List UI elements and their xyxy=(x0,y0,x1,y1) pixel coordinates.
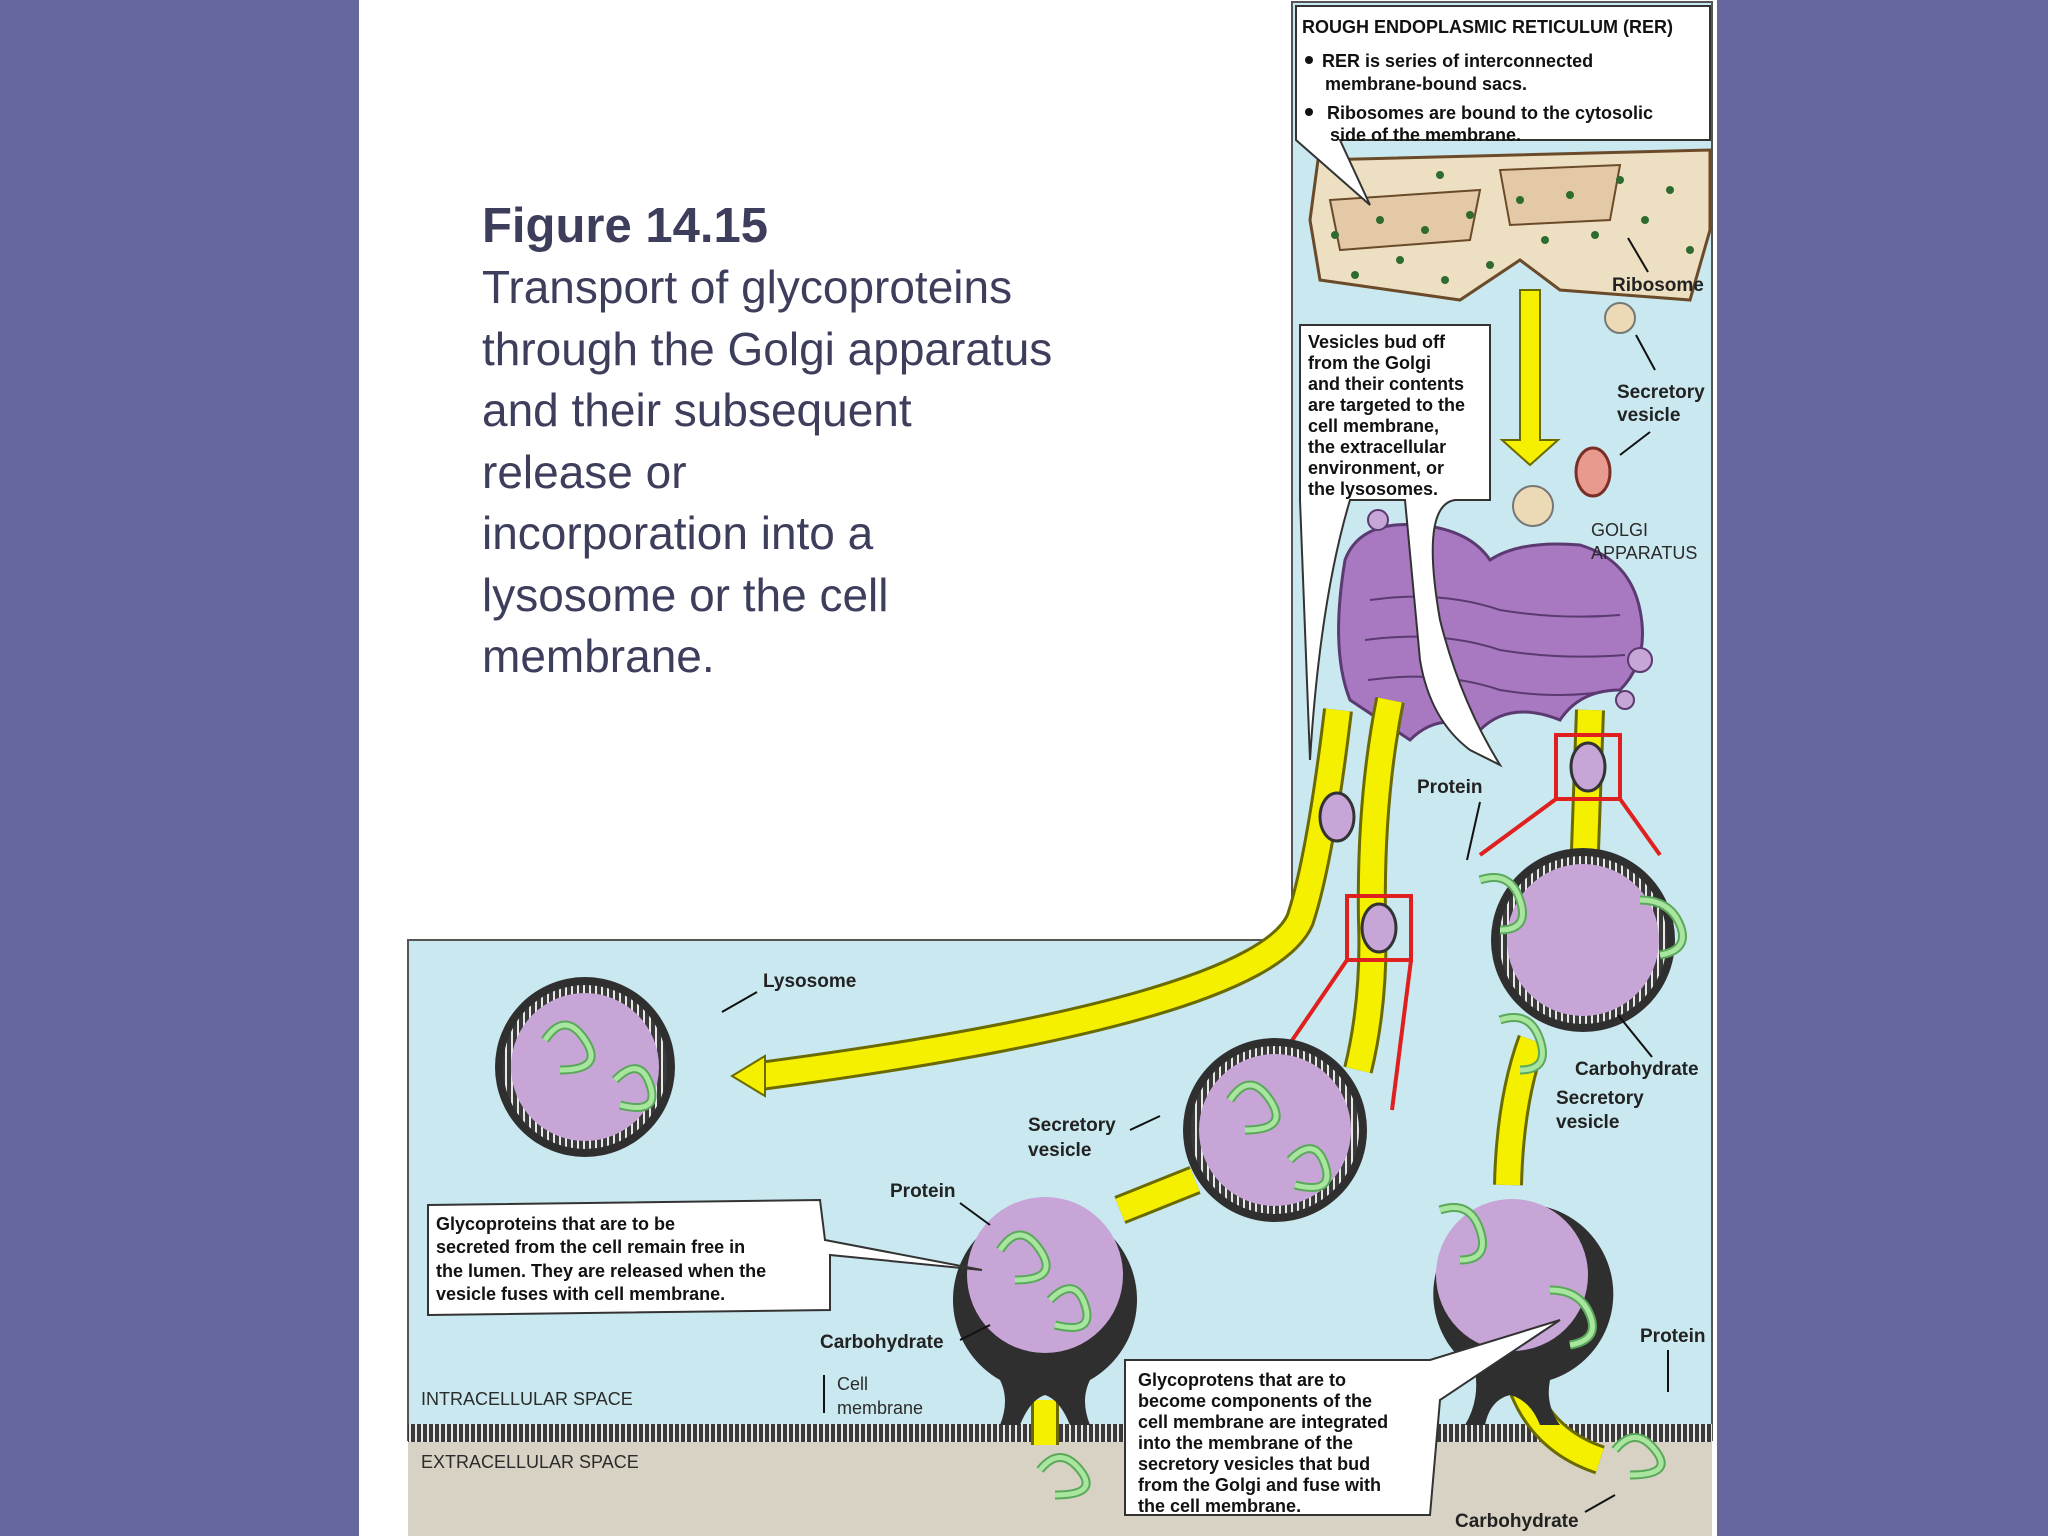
protein-left-label: Protein xyxy=(890,1181,955,1202)
secreted-note-line: Glycoproteins that are to be xyxy=(436,1214,675,1234)
membrane-protein xyxy=(1613,1435,1664,1478)
rer-callout: ROUGH ENDOPLASMIC RETICULUM (RER) RER is… xyxy=(1295,5,1711,206)
golgi-note-line: the extracellular xyxy=(1308,437,1446,457)
membrane-note-line: from the Golgi and fuse with xyxy=(1138,1475,1381,1495)
rer-to-golgi-arrow xyxy=(1499,289,1561,467)
caption-line: Transport of glycoproteins xyxy=(482,261,1013,313)
golgi-note-line: Vesicles bud off xyxy=(1308,332,1446,352)
secreted-note-line: the lumen. They are released when the xyxy=(436,1261,766,1281)
budding-vesicle xyxy=(1360,902,1398,954)
figure-caption: Figure 14.15 Transport of glycoproteins … xyxy=(482,195,1162,688)
rer-bullet2-line2: side of the membrane. xyxy=(1330,125,1521,145)
rer-bullet1-line2: membrane-bound sacs. xyxy=(1325,74,1527,94)
carbohydrate-bottom-label: Carbohydrate xyxy=(1455,1511,1579,1532)
protein-pointer xyxy=(959,1202,991,1226)
secretory-vesicle-top-label: vesicle xyxy=(1617,405,1680,426)
secreted-note-line: secreted from the cell remain free in xyxy=(436,1237,745,1257)
secretory-vesicle-right-label: Secretory xyxy=(1556,1088,1644,1109)
ribosome-pointer xyxy=(1627,237,1649,273)
golgi-note-line: cell membrane, xyxy=(1308,416,1439,436)
rer-bullet1-line1: RER is series of interconnected xyxy=(1322,51,1593,71)
bullet-dot xyxy=(1305,56,1313,64)
golgi-note-line: and their contents xyxy=(1308,374,1464,394)
secretory-pointer xyxy=(1619,431,1651,456)
secretory-vesicle-mid xyxy=(1183,1038,1367,1222)
lysosome-pointer xyxy=(721,991,758,1013)
released-protein xyxy=(1038,1455,1089,1498)
bullet-dot xyxy=(1305,108,1313,116)
membrane-note-line: into the membrane of the xyxy=(1138,1433,1353,1453)
cell-membrane-label: Cell xyxy=(837,1374,868,1394)
membrane-note-line: become components of the xyxy=(1138,1391,1372,1411)
carbohydrate-pointer xyxy=(1617,1014,1653,1058)
budding-vesicle xyxy=(1569,741,1607,793)
ribosome-label: Ribosome xyxy=(1612,275,1704,296)
secretory-vesicle-right xyxy=(1478,848,1687,1075)
secretory-vesicle-mid-label: Secretory xyxy=(1028,1115,1116,1136)
cell-membrane-label: membrane xyxy=(837,1398,923,1418)
caption-line: lysosome or the cell xyxy=(482,568,889,621)
golgi-label: APPARATUS xyxy=(1591,543,1697,563)
caption-line: incorporation into a xyxy=(482,507,874,559)
secretory-pointer xyxy=(1635,334,1656,371)
membrane-note-line: cell membrane are integrated xyxy=(1138,1412,1388,1432)
rer-structure xyxy=(1308,148,1712,302)
secretory-vesicle-small xyxy=(1574,446,1612,498)
caption-line: membrane. xyxy=(482,630,715,682)
caption-line: release or xyxy=(482,445,687,498)
caption-line: through the Golgi apparatus xyxy=(482,322,1053,375)
membrane-note-line: secretory vesicles that bud xyxy=(1138,1454,1370,1474)
golgi-note-callout: Vesicles bud off from the Golgi and thei… xyxy=(1299,324,1503,768)
membrane-note-line: Glycoprotens that are to xyxy=(1138,1370,1346,1390)
figure-number: Figure 14.15 xyxy=(482,199,768,253)
extracellular-label: EXTRACELLULAR SPACE xyxy=(421,1452,639,1472)
secretory-vesicle-right-label: vesicle xyxy=(1556,1112,1619,1133)
protein-pointer xyxy=(1466,801,1481,861)
rer-title: ROUGH ENDOPLASMIC RETICULUM (RER) xyxy=(1302,17,1673,37)
caption-line: and their subsequent xyxy=(482,384,912,436)
secretory-pointer xyxy=(1129,1115,1161,1131)
secreted-note-callout: Glycoproteins that are to be secreted fr… xyxy=(427,1198,983,1317)
lysosome xyxy=(495,977,675,1157)
intracellular-label: INTRACELLULAR SPACE xyxy=(421,1389,633,1409)
small-vesicle xyxy=(1512,485,1554,527)
membrane-note-line: the cell membrane. xyxy=(1138,1496,1301,1516)
protein-right-label: Protein xyxy=(1640,1326,1705,1347)
golgi-note-line: are targeted to the xyxy=(1308,395,1465,415)
carbohydrate-pointer xyxy=(1584,1494,1616,1513)
secretory-vesicle-right-fusing xyxy=(1433,1199,1614,1425)
secretory-vesicle-fusing xyxy=(953,1197,1138,1425)
plasma-membrane xyxy=(408,1424,1712,1442)
protein-mid-label: Protein xyxy=(1417,777,1482,798)
small-vesicle xyxy=(1604,302,1636,334)
golgi-note-line: from the Golgi xyxy=(1308,353,1431,373)
golgi-label: GOLGI xyxy=(1591,520,1648,540)
secretory-vesicle-top-label: Secretory xyxy=(1617,382,1705,403)
secreted-note-line: vesicle fuses with cell membrane. xyxy=(436,1284,725,1304)
golgi-note-line: the lysosomes. xyxy=(1308,479,1438,499)
lysosome-label: Lysosome xyxy=(763,971,856,992)
carbohydrate-pointer xyxy=(959,1324,991,1341)
red-highlight-boxes xyxy=(1278,733,1662,1111)
budding-vesicle xyxy=(1318,791,1356,843)
rer-bullet2-line1: Ribosomes are bound to the cytosolic xyxy=(1327,103,1653,123)
lysosome-arrowhead xyxy=(730,1054,766,1098)
carbohydrate-right-label: Carbohydrate xyxy=(1575,1059,1699,1080)
membrane-note-callout: Glycoprotens that are to become componen… xyxy=(1124,1319,1561,1516)
carbohydrate-left-label: Carbohydrate xyxy=(820,1332,944,1353)
secretory-vesicle-mid-label: vesicle xyxy=(1028,1140,1091,1161)
golgi-note-line: environment, or xyxy=(1308,458,1444,478)
